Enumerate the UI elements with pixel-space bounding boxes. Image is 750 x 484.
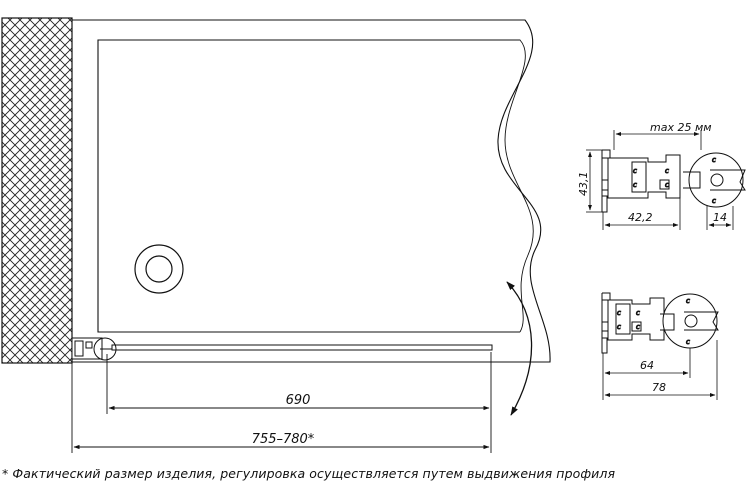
- dim-inner: [602, 348, 691, 400]
- dimension-755-780-label: 755–780*: [252, 432, 315, 447]
- svg-text:c: c: [617, 323, 621, 331]
- hinge: [93, 337, 117, 361]
- dim-hinge: [706, 206, 734, 230]
- svg-text:c: c: [686, 338, 690, 346]
- shower-tray: [72, 19, 551, 363]
- dim-hinge-label: 14: [713, 211, 727, 224]
- svg-text:c: c: [665, 167, 669, 175]
- dimension-690: [106, 352, 492, 414]
- wall: [1, 17, 73, 364]
- drain: [134, 244, 184, 294]
- svg-text:c: c: [617, 309, 621, 317]
- svg-text:c: c: [633, 167, 637, 175]
- dim-height-label: 43,1: [577, 172, 590, 197]
- profile-detail-bottom: c c c c c c: [601, 292, 719, 354]
- dim-depth-label: 42,2: [628, 211, 653, 224]
- dim-depth: [602, 198, 681, 230]
- footnote: * Фактический размер изделия, регулировк…: [2, 466, 616, 481]
- svg-text:c: c: [686, 297, 690, 305]
- dimension-755-780: [71, 363, 492, 453]
- svg-text:c: c: [633, 181, 637, 189]
- dim-max-gap-label: max 25 мм: [650, 121, 712, 134]
- dim-height: [586, 149, 602, 213]
- dim-outer: [604, 340, 718, 400]
- svg-text:c: c: [636, 309, 640, 317]
- svg-text:c: c: [665, 181, 669, 189]
- svg-text:c: c: [636, 323, 640, 331]
- dim-max-gap: [613, 130, 702, 150]
- svg-text:c: c: [712, 197, 716, 205]
- svg-text:c: c: [712, 156, 716, 164]
- dim-outer-label: 78: [652, 381, 666, 394]
- profile-detail-top: c c c c c c: [601, 149, 746, 213]
- glass-door: [111, 344, 493, 351]
- dimension-690-label: 690: [286, 393, 311, 408]
- door-swing-arrow: [506, 281, 533, 416]
- dim-inner-label: 64: [640, 359, 654, 372]
